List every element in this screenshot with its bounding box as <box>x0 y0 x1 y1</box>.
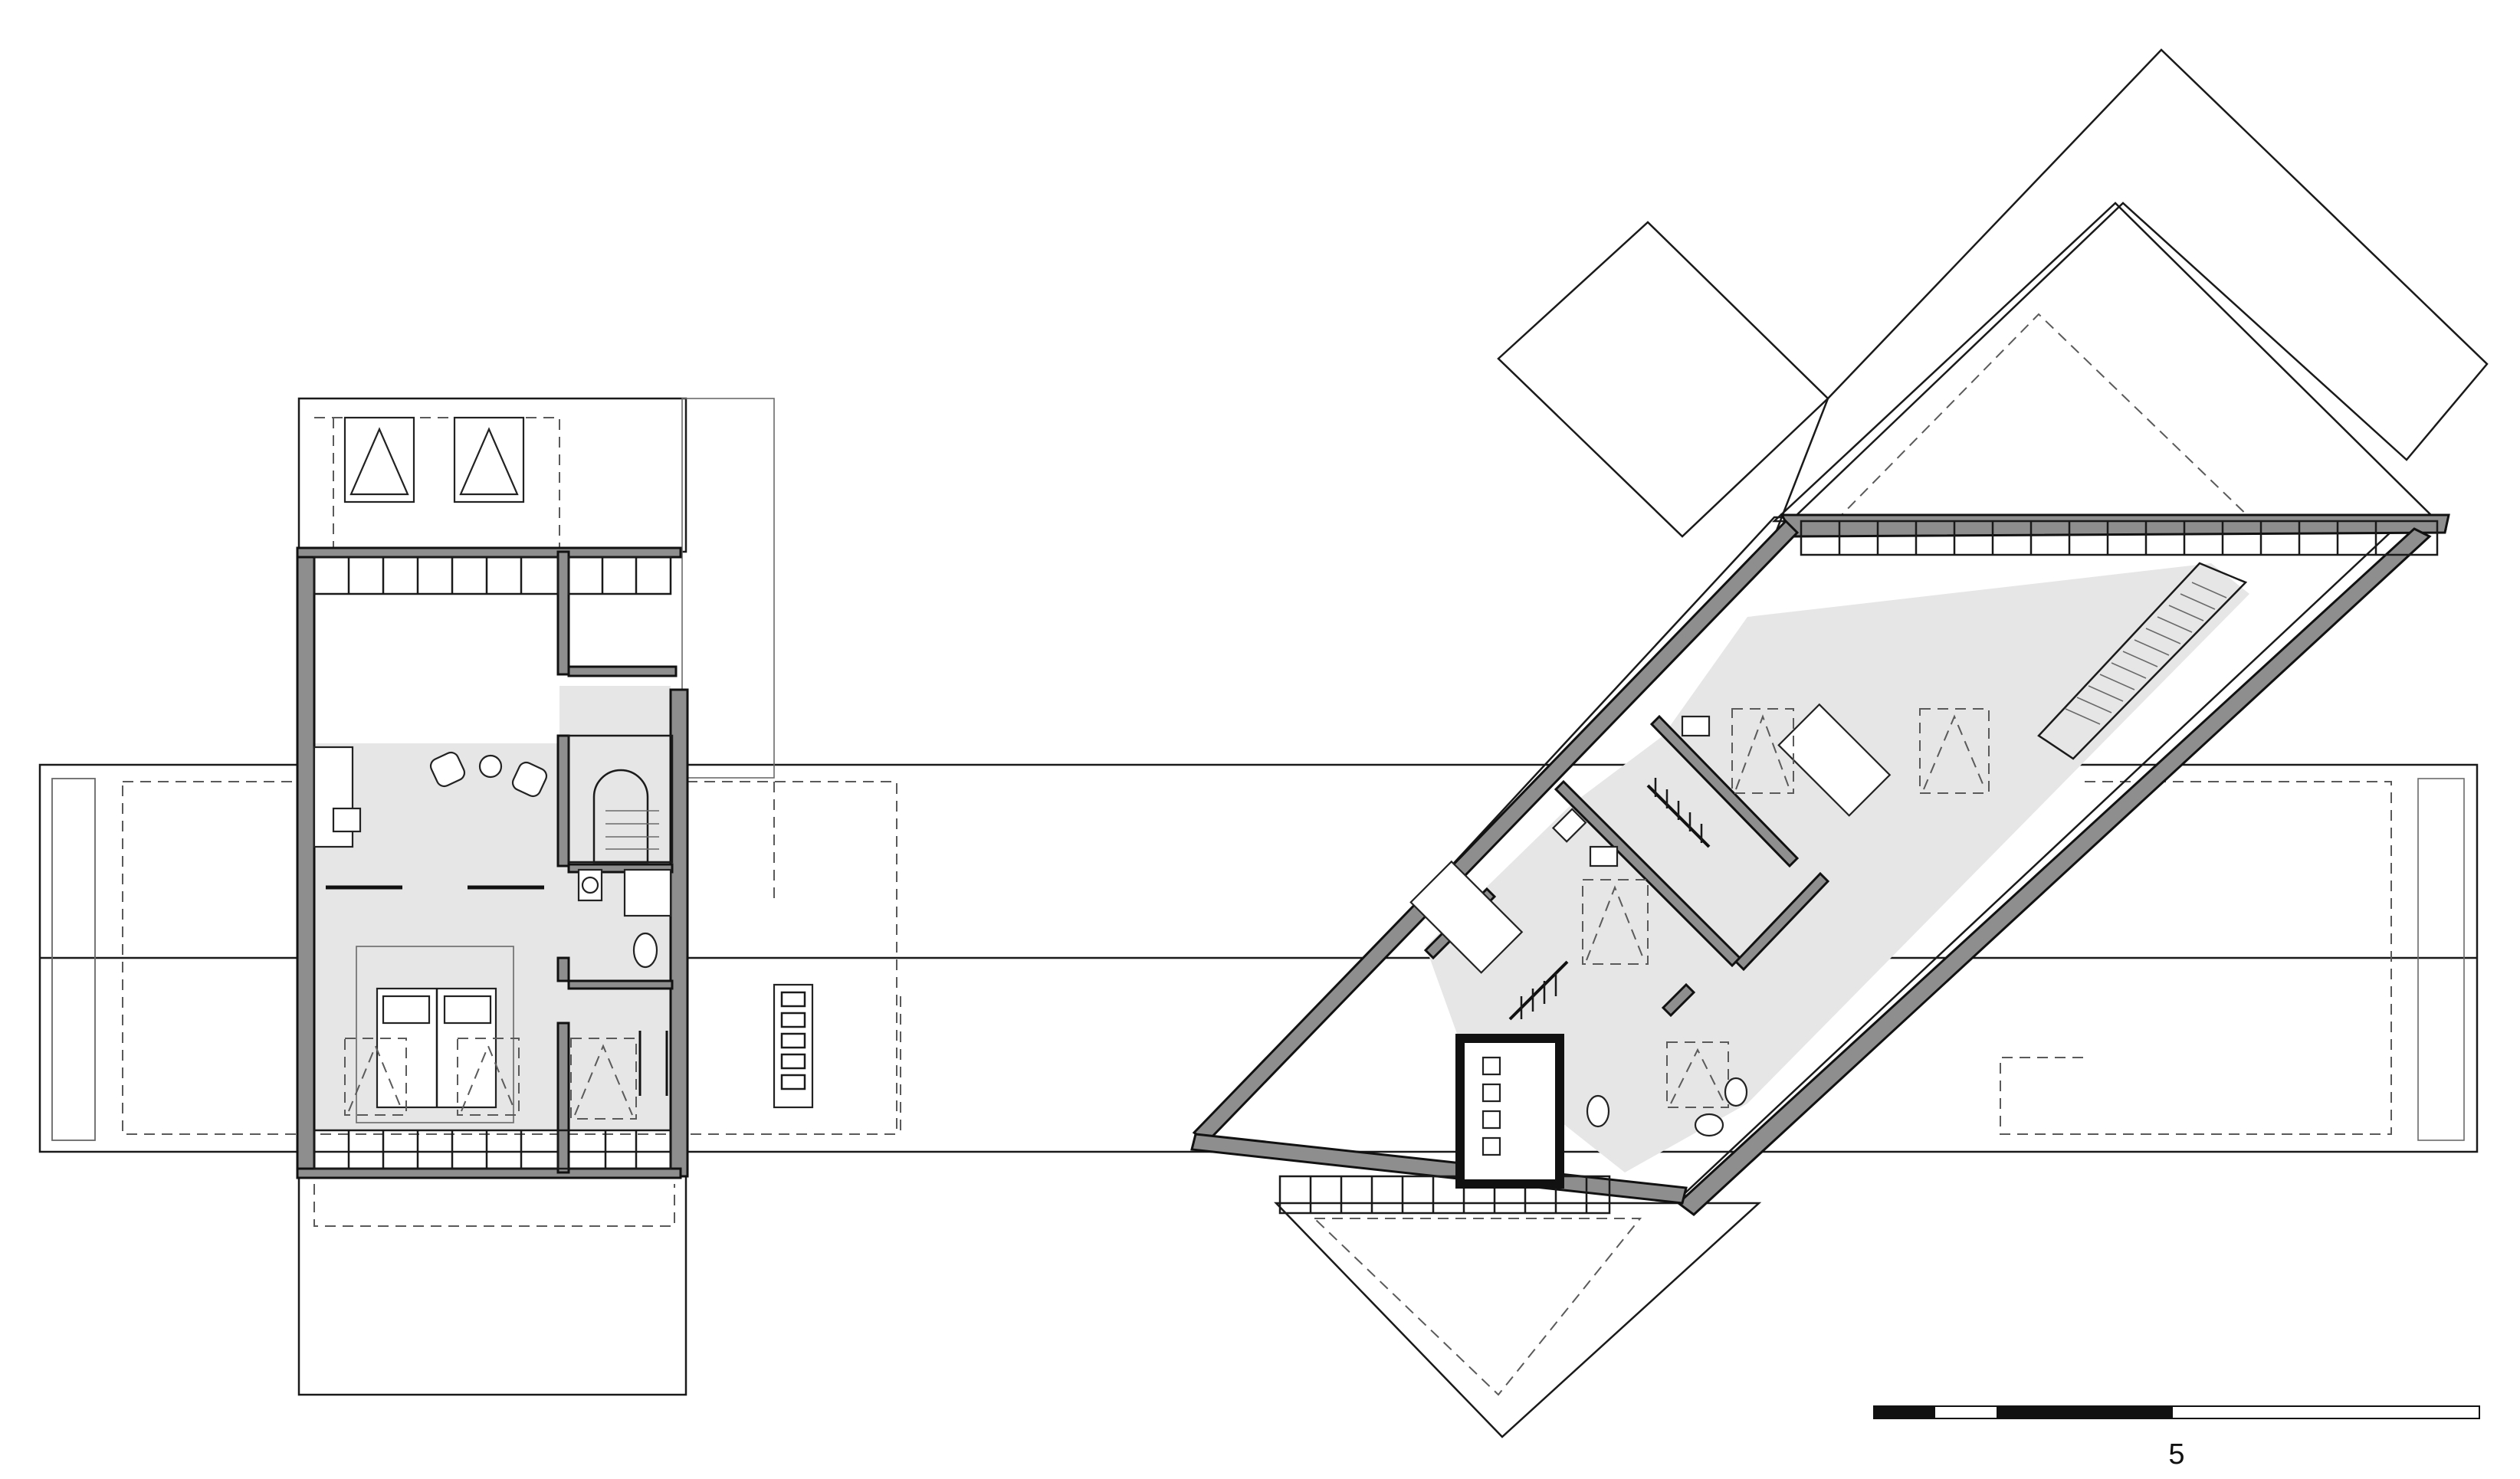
right-building <box>1190 48 2489 1438</box>
desk <box>313 746 362 848</box>
window-strip-top-right <box>1800 520 2439 556</box>
desks <box>1551 715 1711 867</box>
straight-stair <box>2037 562 2248 760</box>
window-strip-bottom <box>313 1129 672 1170</box>
double-bed <box>356 946 514 1123</box>
roof-wing-left <box>1497 221 1829 538</box>
bathroom-right <box>1455 1034 1748 1189</box>
bed-skylights <box>344 1038 520 1116</box>
left-walls <box>296 546 689 1179</box>
window-strip-bottom-right <box>1278 1175 1611 1215</box>
bed-lower <box>1409 860 1524 974</box>
bed-upper <box>1777 703 1892 817</box>
skylight-top-right <box>453 416 525 503</box>
spiral-stair <box>567 734 674 864</box>
chimney <box>773 983 814 1109</box>
left-building <box>38 397 2479 1396</box>
skylight-top-left <box>343 416 415 503</box>
lower-roof <box>297 1171 687 1396</box>
closet-skylight <box>570 1038 637 1120</box>
skylights-right <box>1582 708 1990 1108</box>
right-interior-floor <box>1426 563 2249 1172</box>
window-strip-top <box>313 556 672 595</box>
scale-bar-label: 5 <box>2168 1438 2184 1471</box>
lower-gable <box>1274 1202 1762 1438</box>
right-interior-walls <box>1423 714 1830 1018</box>
right-walls <box>1190 513 2450 1216</box>
bathroom-fixtures <box>577 868 672 969</box>
closet-racks <box>1508 778 1711 1021</box>
upper-gable <box>1771 202 2448 530</box>
scale-bar: 5 <box>1873 1405 2480 1471</box>
armchairs <box>429 751 548 798</box>
